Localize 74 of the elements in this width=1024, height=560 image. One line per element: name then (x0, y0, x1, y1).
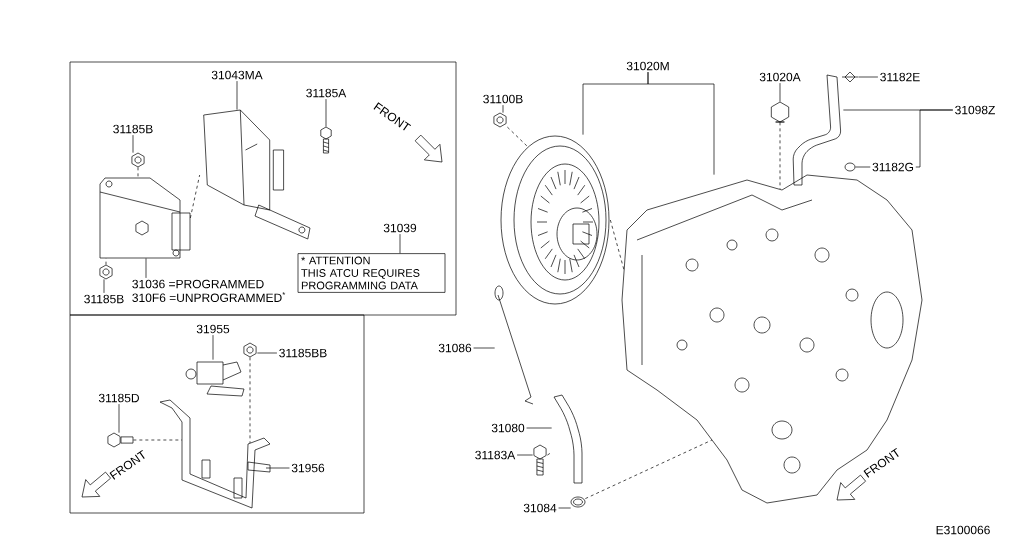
leader-line (212, 334, 214, 360)
nut-drawing (131, 152, 145, 168)
leader-line (399, 233, 401, 254)
nut-drawing (493, 112, 507, 128)
bracket-drawing (203, 109, 311, 240)
clip-drawing (841, 71, 859, 83)
torque-converter-drawing (500, 135, 610, 305)
leader-line (236, 80, 238, 110)
diagram-code: E3100066 (936, 525, 990, 535)
bracket-drawing (159, 399, 271, 509)
bolt-drawing (107, 432, 134, 448)
nut-drawing (243, 342, 257, 358)
callout-number: 31182E (880, 72, 920, 82)
leader-line (647, 71, 715, 175)
callout-number: 31956 (291, 463, 325, 473)
panel-frame (69, 61, 457, 316)
transmission-drawing (621, 174, 923, 504)
bolt-drawing (770, 101, 790, 123)
sensor-drawing (185, 361, 245, 397)
part-note: 31036 =PROGRAMMED (132, 279, 264, 289)
leader-line (585, 439, 713, 499)
callout-number: 31084 (523, 503, 557, 513)
callout-number: 31185D (98, 393, 139, 403)
leader-line (257, 352, 278, 354)
callout-number: 31020M (626, 61, 669, 71)
callout-number: 31955 (196, 324, 230, 334)
attention-box: * ATTENTION THIS ATCU REQUIRES PROGRAMMING DATA (297, 253, 446, 293)
bolt-drawing (533, 444, 547, 476)
callout-number: 31080 (491, 423, 525, 433)
leader-line (779, 122, 781, 190)
callout-number: 31185B (84, 294, 124, 304)
callout-number: 31185BB (279, 348, 327, 358)
leader-line (325, 98, 327, 127)
leader-line (118, 403, 120, 433)
callout-number: 31185A (306, 88, 347, 98)
callout-number: 31086 (438, 343, 472, 353)
leader-line (265, 467, 290, 469)
leader-line (507, 126, 529, 148)
dipstick-drawing (494, 285, 534, 405)
panel-frame (69, 314, 365, 514)
part-note: 310F6 =UNPROGRAMMED$^{*}$ (132, 292, 286, 302)
leader-line (105, 258, 107, 265)
leader-line (858, 76, 879, 78)
control-unit-drawing (99, 177, 191, 259)
callout-number: 31020A (759, 72, 801, 82)
leader-line (132, 134, 134, 153)
o-ring-drawing (570, 496, 586, 508)
leader-line (133, 439, 183, 441)
callout-number: 31098Z (955, 105, 995, 115)
leader-line (137, 167, 139, 178)
leader-line (103, 279, 105, 294)
leader-line (502, 104, 504, 113)
leader-line (610, 219, 625, 271)
leader-line (558, 507, 571, 509)
tube-drawing (553, 394, 583, 484)
nut-drawing (99, 264, 113, 280)
leader-line (547, 451, 552, 456)
callout-number: 31182G (872, 162, 913, 172)
callout-number: 31183A (475, 450, 516, 460)
callout-number: 31039 (383, 223, 417, 233)
leader-line (473, 347, 495, 349)
bolt-drawing (320, 126, 332, 154)
leader-line (915, 109, 954, 168)
leader-line (190, 174, 200, 219)
leader-line (145, 258, 147, 279)
leader-line (526, 427, 552, 429)
callout-number: 31185B (113, 124, 153, 134)
leader-line (249, 357, 251, 444)
clip-drawing (844, 162, 856, 172)
leader-line (516, 454, 533, 456)
callout-number: 31043MA (211, 70, 263, 80)
leader-line (855, 166, 871, 168)
callout-number: 31100B (483, 94, 523, 104)
leader-line (779, 82, 781, 102)
